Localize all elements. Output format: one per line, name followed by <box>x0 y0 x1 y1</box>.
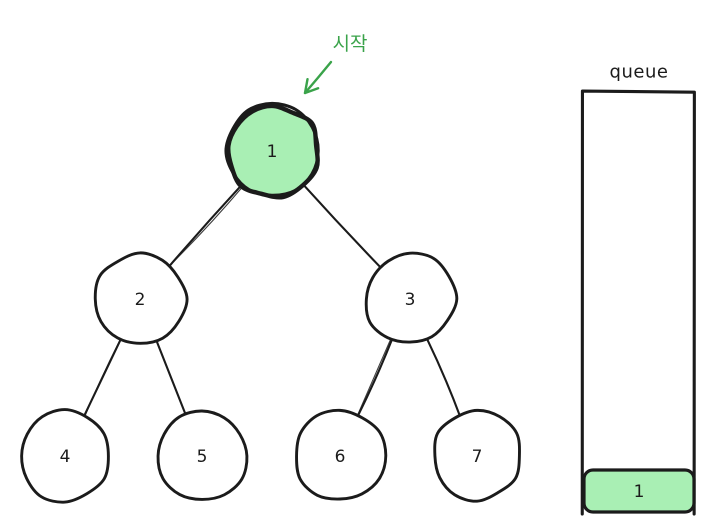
tree-node-5[interactable]: 5 <box>156 409 249 501</box>
start-annotation: 시작 <box>303 33 368 95</box>
tree-node-7[interactable]: 7 <box>433 408 521 503</box>
node-label: 5 <box>197 447 208 467</box>
tree-edges-group <box>82 182 462 419</box>
node-outline <box>295 408 388 501</box>
node-outline <box>156 409 249 501</box>
tree-node-2[interactable]: 2 <box>93 251 189 345</box>
tree-edge <box>82 337 123 419</box>
node-label: 1 <box>267 142 278 162</box>
queue-cell-label: 1 <box>634 482 645 502</box>
queue-cells-group: 1 <box>582 468 696 514</box>
node-label: 4 <box>60 447 71 467</box>
start-annotation-label: 시작 <box>333 33 368 55</box>
queue-panel: queue 1 <box>580 62 696 516</box>
queue-title: queue <box>610 62 669 83</box>
tree-node-6[interactable]: 6 <box>295 408 388 501</box>
tree-node-1[interactable]: 1 <box>224 101 320 200</box>
tree-edge <box>426 338 462 418</box>
queue-cell[interactable]: 1 <box>582 468 696 514</box>
tree-edge <box>155 338 187 417</box>
node-outline <box>433 408 521 503</box>
node-outline-retrace <box>224 101 320 197</box>
queue-cell-box <box>582 468 696 514</box>
node-label: 6 <box>335 447 346 467</box>
tree-node-4[interactable]: 4 <box>20 408 110 504</box>
node-outline <box>93 251 189 345</box>
node-label: 2 <box>135 290 146 310</box>
tree-edge <box>356 338 394 417</box>
node-outline <box>364 251 459 344</box>
node-outline <box>20 408 110 504</box>
tree-edge <box>301 182 382 268</box>
arrow-down-left-icon <box>303 60 333 95</box>
tree-node-3[interactable]: 3 <box>364 251 459 344</box>
node-label: 7 <box>472 447 483 467</box>
queue-container <box>580 89 696 516</box>
node-label: 3 <box>405 290 416 310</box>
tree-nodes-group: 1 2 3 4 5 6 7 <box>20 101 521 504</box>
tree-edge <box>168 183 244 268</box>
